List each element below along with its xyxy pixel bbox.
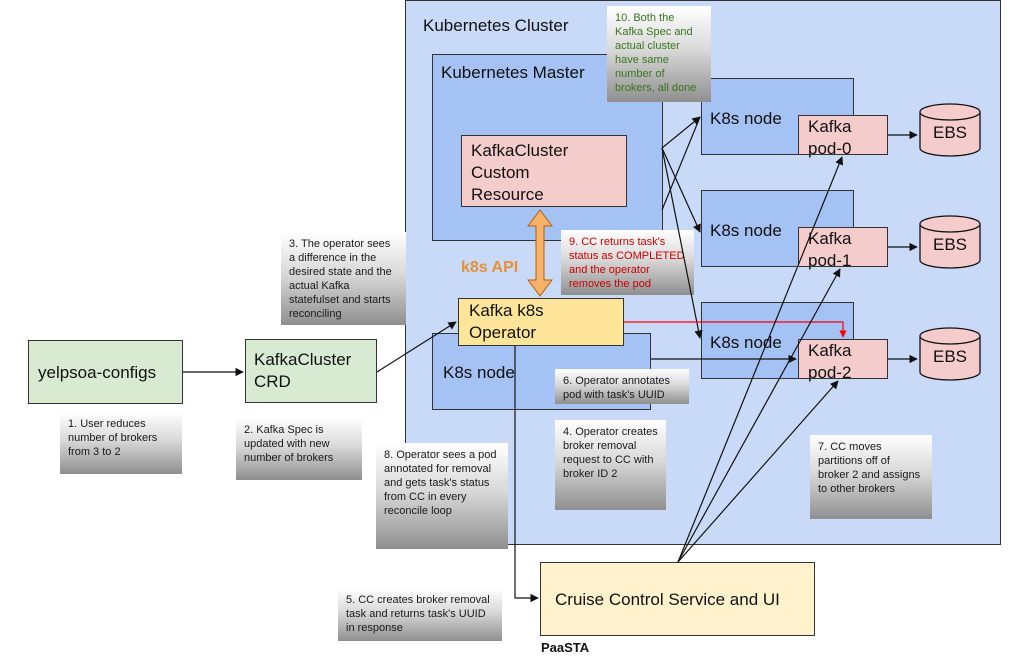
k8s-api-label: k8s API xyxy=(461,259,519,276)
pod-1-line2: pod-1 xyxy=(808,251,852,270)
yelpsoa-configs: yelpsoa-configs xyxy=(28,340,183,404)
custom-resource-line2: Custom xyxy=(471,163,530,182)
pod-0-line2: pod-0 xyxy=(808,139,852,158)
cluster-title: Kubernetes Cluster xyxy=(423,16,569,35)
pod-0-line1: Kafka xyxy=(808,117,852,136)
kafka-k8s-operator: Kafka k8s Operator xyxy=(458,298,624,346)
custom-resource-line1: KafkaCluster xyxy=(471,141,569,160)
k8s-node-1-label: K8s node xyxy=(710,221,782,240)
ebs-label-2: EBS xyxy=(932,347,968,366)
operator-line2: Operator xyxy=(469,323,537,342)
cylinder-icon xyxy=(919,215,981,269)
kafka-pod-2: Kafka pod-2 xyxy=(798,339,888,382)
step-8-note: 8. Operator sees a pod annotated for rem… xyxy=(376,443,508,549)
step-7-note: 7. CC moves partitions off of broker 2 a… xyxy=(810,435,932,519)
ebs-label-1: EBS xyxy=(932,235,968,254)
step-1-note: 1. User reduces number of brokers from 3… xyxy=(60,412,182,474)
paasta-label: PaaSTA xyxy=(541,640,590,655)
cylinder-icon xyxy=(919,103,981,157)
pod-2-line2: pod-2 xyxy=(808,363,852,382)
custom-resource-line3: Resource xyxy=(471,185,544,204)
k8s-node-2-label: K8s node xyxy=(710,333,782,352)
kafka-pod-1: Kafka pod-1 xyxy=(798,227,888,270)
step-9-note: 9. CC returns task's status as COMPLETED… xyxy=(561,230,694,295)
cruise-control-service: Cruise Control Service and UI xyxy=(540,562,815,636)
kafkacluster-crd: KafkaCluster CRD xyxy=(245,339,377,403)
k8s-node-0-label: K8s node xyxy=(710,109,782,128)
ebs-volume-1: EBS xyxy=(919,215,981,269)
pod-1-line1: Kafka xyxy=(808,229,852,248)
step-2-note: 2. Kafka Spec is updated with new number… xyxy=(236,418,362,480)
cylinder-icon xyxy=(919,327,981,381)
ebs-volume-2: EBS xyxy=(919,327,981,381)
yelpsoa-label: yelpsoa-configs xyxy=(38,363,157,382)
ebs-label-0: EBS xyxy=(932,123,968,142)
step-5-note: 5. CC creates broker removal task and re… xyxy=(338,588,502,641)
crd-line2: CRD xyxy=(254,372,291,391)
kafkacluster-custom-resource: KafkaCluster Custom Resource xyxy=(461,135,627,207)
ebs-volume-0: EBS xyxy=(919,103,981,157)
kafka-pod-0: Kafka pod-0 xyxy=(798,115,888,158)
step-10-note: 10. Both the Kafka Spec and actual clust… xyxy=(607,6,711,102)
master-title: Kubernetes Master xyxy=(441,63,585,82)
operator-node-label: K8s node xyxy=(443,363,515,382)
operator-line1: Kafka k8s xyxy=(469,301,544,320)
step-6-note: 6. Operator annotates pod with task's UU… xyxy=(555,369,689,404)
pod-2-line1: Kafka xyxy=(808,341,852,360)
step-4-note: 4. Operator creates broker removal reque… xyxy=(555,420,666,510)
cruise-control-label: Cruise Control Service and UI xyxy=(555,590,780,609)
crd-line1: KafkaCluster xyxy=(254,350,352,369)
step-3-note: 3. The operator sees a difference in the… xyxy=(281,232,406,325)
